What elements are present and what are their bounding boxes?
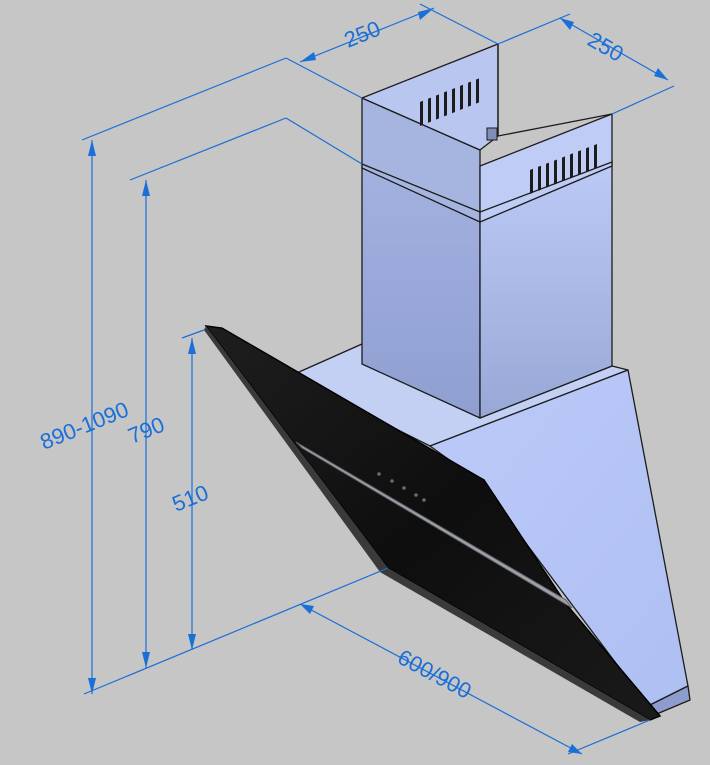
- chimney: [361, 43, 613, 419]
- control-panel: [377, 472, 426, 502]
- vent-slot: [578, 150, 581, 176]
- vent-slot: [570, 153, 573, 179]
- control-button-3: [402, 486, 406, 490]
- vent-slot: [452, 88, 455, 114]
- glass-accent-strip: [295, 441, 573, 609]
- vent-slot: [460, 84, 463, 110]
- mounting-bracket: [486, 127, 498, 141]
- dimension-hood-width: 600/900: [394, 644, 476, 703]
- vent-slot: [538, 165, 541, 191]
- control-button-1: [377, 472, 381, 476]
- vent-slot: [554, 159, 557, 185]
- dimension-total-height: 890-1090: [37, 397, 133, 455]
- dimension-chimney-depth: 250: [584, 27, 628, 67]
- dimension-chimney-width: 250: [341, 16, 384, 53]
- vent-slot: [436, 94, 439, 120]
- vent-slot: [546, 162, 549, 188]
- vent-slot: [594, 144, 597, 170]
- vent-slot: [476, 78, 479, 104]
- dimension-lines: [81, 3, 675, 755]
- vent-slot: [562, 156, 565, 182]
- vent-slot: [420, 100, 423, 126]
- control-button-5: [422, 498, 426, 502]
- vent-slot: [428, 97, 431, 123]
- vent-slot: [468, 81, 471, 107]
- vent-slots-upper-front: [530, 144, 597, 194]
- vent-slots-upper-back: [420, 78, 479, 126]
- control-button-2: [390, 479, 394, 483]
- dimension-glass-height: 510: [169, 480, 212, 517]
- vent-slot: [444, 91, 447, 117]
- control-button-4: [414, 493, 418, 497]
- glass-panel: [204, 325, 662, 722]
- vent-slot: [530, 168, 533, 194]
- vent-slot: [586, 147, 589, 173]
